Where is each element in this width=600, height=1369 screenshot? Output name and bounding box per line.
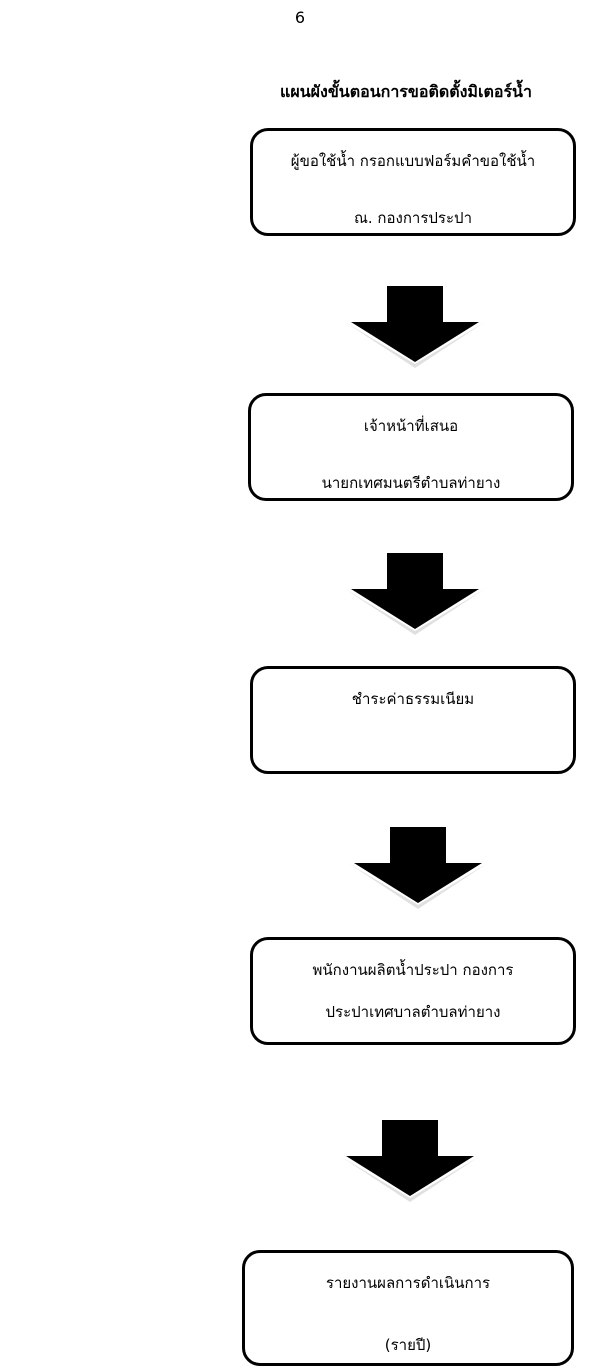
step-text-line1: รายงานผลการดำเนินการ <box>325 1274 491 1292</box>
step-text-line1: พนักงานผลิตน้ำประปา กองการ <box>312 961 514 979</box>
flow-step-apply: ผู้ขอใช้น้ำ กรอกแบบฟอร์มคำขอใช้น้ำ ณ. กอ… <box>250 128 576 236</box>
flow-step-staff: พนักงานผลิตน้ำประปา กองการ ประปาเทศบาลตำ… <box>250 937 576 1045</box>
down-arrow-icon <box>345 553 485 635</box>
page-number: 6 <box>294 8 306 27</box>
down-arrow-icon <box>345 286 485 368</box>
down-arrow-icon <box>340 1120 480 1202</box>
step-text-line1: ชำระค่าธรรมเนียม <box>351 690 475 708</box>
flow-step-report: รายงานผลการดำเนินการ (รายปี) <box>242 1250 574 1366</box>
flowchart-title: แผนผังขั้นตอนการขอติดตั้งมิเตอร์น้ำ <box>280 82 532 101</box>
step-text-line2: ณ. กองการประปา <box>353 209 472 227</box>
flow-step-pay-fee: ชำระค่าธรรมเนียม <box>250 666 576 774</box>
step-text-line1: เจ้าหน้าที่เสนอ <box>363 417 459 435</box>
step-text-line2: นายกเทศมนตรีตำบลท่ายาง <box>321 474 501 492</box>
step-text-line2: ประปาเทศบาลตำบลท่ายาง <box>325 1003 501 1021</box>
step-text-line1: ผู้ขอใช้น้ำ กรอกแบบฟอร์มคำขอใช้น้ำ <box>290 152 536 170</box>
down-arrow-icon <box>348 827 488 909</box>
flow-step-propose: เจ้าหน้าที่เสนอ นายกเทศมนตรีตำบลท่ายาง <box>248 393 574 501</box>
step-text-line2: (รายปี) <box>384 1336 432 1354</box>
